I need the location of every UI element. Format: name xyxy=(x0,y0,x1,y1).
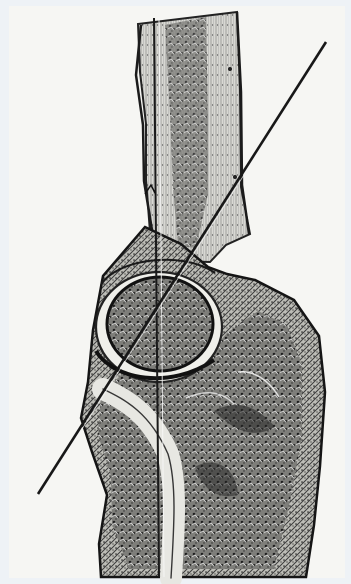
joint-head xyxy=(107,277,213,371)
upper-texture-dot xyxy=(228,67,232,71)
